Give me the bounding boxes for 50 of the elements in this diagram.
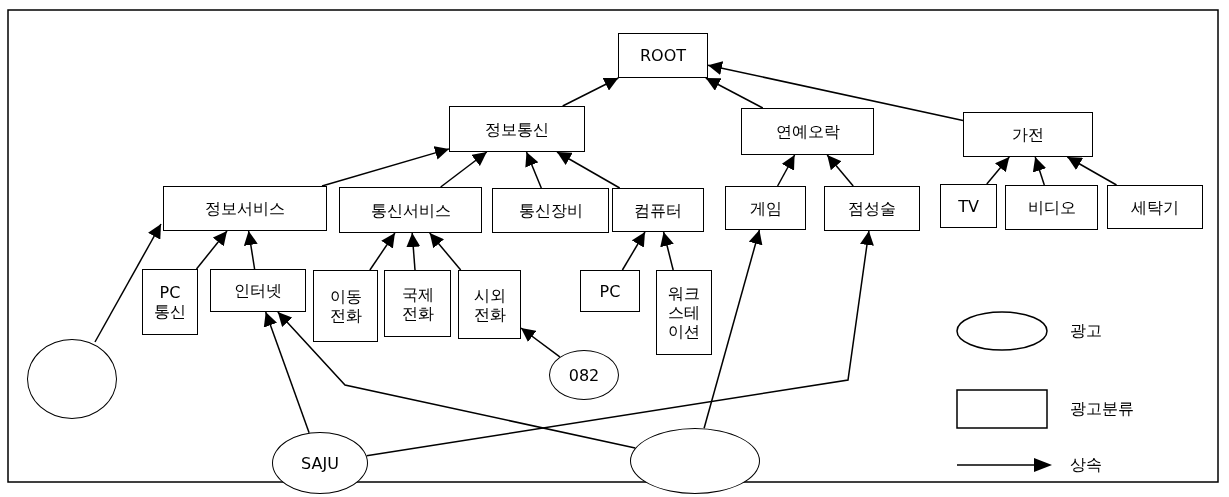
arrow xyxy=(660,231,674,271)
category-box: ROOT xyxy=(618,33,708,78)
category-box: 시외 전화 xyxy=(458,270,521,339)
arrow xyxy=(826,154,854,187)
category-box: PC 통신 xyxy=(142,269,198,335)
arrow xyxy=(428,232,462,271)
category-box: 게임 xyxy=(725,186,806,230)
category-box: 정보서비스 xyxy=(163,186,327,231)
legend-label: 광고 xyxy=(1070,321,1102,342)
arrow xyxy=(1032,156,1047,186)
category-box: 통신장비 xyxy=(492,188,609,233)
category-box: 정보통신 xyxy=(449,106,585,152)
arrow xyxy=(365,230,874,457)
arrow xyxy=(195,230,228,270)
arrow xyxy=(406,232,421,271)
category-box: 비디오 xyxy=(1005,185,1098,230)
arrow xyxy=(703,229,763,430)
arrow xyxy=(263,311,310,434)
category-box: 컴퓨터 xyxy=(612,188,704,232)
category-box: TV xyxy=(940,184,997,228)
arrow xyxy=(520,327,561,358)
arrow xyxy=(277,311,636,449)
category-box: 국제 전화 xyxy=(384,270,451,337)
arrow xyxy=(707,61,964,122)
legend-label: 광고분류 xyxy=(1070,399,1134,420)
arrow xyxy=(776,154,796,187)
arrow xyxy=(556,151,621,189)
arrow xyxy=(1066,156,1118,186)
legend-label: 상속 xyxy=(1070,455,1102,476)
arrow xyxy=(525,151,543,189)
arrow xyxy=(243,230,258,270)
arrow xyxy=(321,146,450,187)
arrow xyxy=(621,231,646,271)
ad-ellipse: SAJU xyxy=(272,432,368,494)
category-box: 인터넷 xyxy=(210,269,306,312)
category-box: 통신서비스 xyxy=(339,187,482,233)
arrow xyxy=(561,77,620,107)
category-box: 점성술 xyxy=(824,186,920,231)
category-box: 가전 xyxy=(963,112,1093,157)
arrow xyxy=(705,77,764,109)
ad-ellipse: 082 xyxy=(549,350,619,400)
arrow xyxy=(439,151,488,188)
category-box: 세탁기 xyxy=(1107,185,1203,229)
category-box: 연예오락 xyxy=(741,108,874,155)
category-box: 이동 전화 xyxy=(313,270,378,342)
category-box: PC xyxy=(580,270,640,312)
arrow xyxy=(369,232,396,271)
arrow xyxy=(94,223,162,343)
category-box: 워크스테이션 xyxy=(656,270,712,355)
arrow xyxy=(986,156,1011,185)
